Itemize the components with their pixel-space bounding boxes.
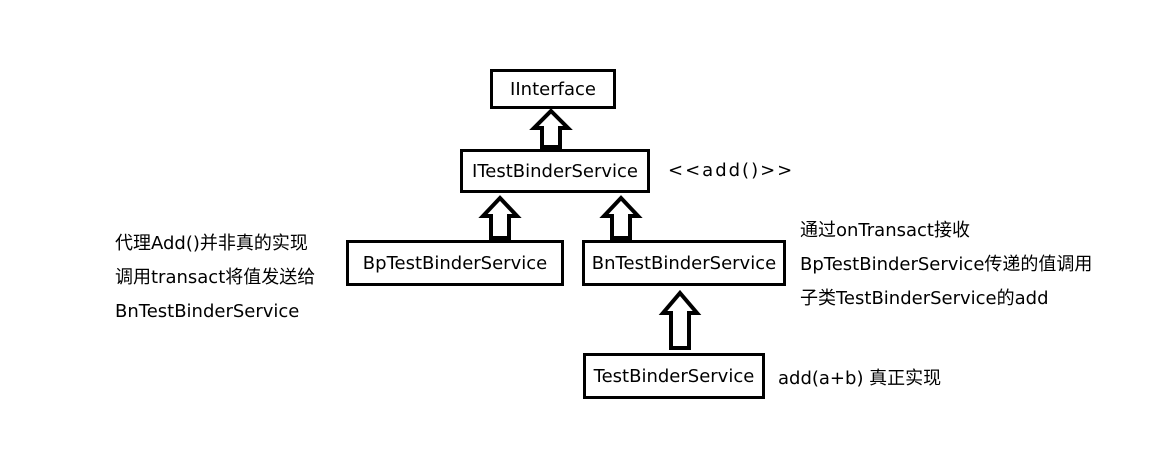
proxy-note-line: 代理Add()并非真的实现 [115, 233, 308, 254]
arrow-itest-to-iinterface [529, 108, 573, 149]
proxy-note-line: BnTestBinderService [115, 301, 300, 322]
bptestbinderservice-box: BpTestBinderService [346, 240, 564, 286]
proxy-note: 代理Add()并非真的实现 调用transact将值发送给 BnTestBind… [115, 227, 315, 329]
stub-note-line: BpTestBinderService传递的值调用 [800, 254, 1093, 275]
arrow-bp-to-itest [478, 195, 522, 240]
interface-method-label: <<add()>> [668, 160, 795, 181]
iinterface-label: IInterface [510, 78, 596, 100]
proxy-note-line: 调用transact将值发送给 [115, 267, 316, 288]
bptestbinderservice-label: BpTestBinderService [362, 252, 548, 274]
arrow-bn-to-itest [599, 195, 643, 240]
testbinderservice-box: TestBinderService [583, 353, 765, 399]
testbinderservice-label: TestBinderService [593, 365, 755, 387]
stub-note: 通过onTransact接收 BpTestBinderService传递的值调用… [800, 214, 1092, 316]
arrow-test-to-bn [658, 289, 702, 350]
itestbinderservice-label: ITestBinderService [472, 160, 638, 182]
iinterface-box: IInterface [490, 69, 616, 109]
itestbinderservice-box: ITestBinderService [460, 149, 650, 193]
bn-mark: _ [674, 222, 683, 243]
stub-note-line: 子类TestBinderService的add [800, 288, 1049, 309]
stub-note-line: 通过onTransact接收 [800, 220, 970, 241]
bntestbinderservice-label: BnTestBinderService [591, 252, 777, 274]
bntestbinderservice-box: BnTestBinderService [582, 240, 786, 286]
test-implementation-note: add(a+b) 真正实现 [778, 368, 942, 389]
